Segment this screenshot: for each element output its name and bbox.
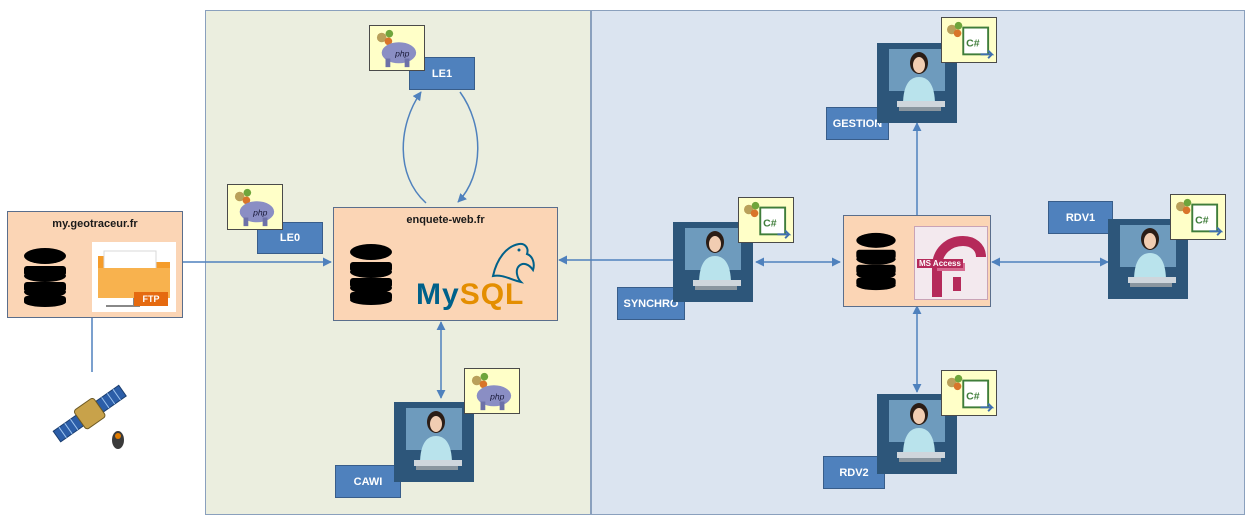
geotraceur-title: my.geotraceur.fr <box>52 218 138 230</box>
enquete-title: enquete-web.fr <box>406 214 485 226</box>
user-person-icon <box>394 402 474 482</box>
database-icon <box>24 248 66 307</box>
php-text: php <box>394 49 410 59</box>
csharp-text: C# <box>966 391 980 403</box>
database-icon <box>350 244 392 305</box>
php-elephant-icon: php <box>369 25 425 71</box>
php-text: php <box>489 392 505 402</box>
ms-access-logo: MS Access <box>914 226 988 300</box>
enquete-server-node: enquete-web.fr MySQL <box>333 207 558 321</box>
connector-loop-up <box>402 91 427 204</box>
php-text: php <box>252 208 268 218</box>
ftp-folder-icon: FTP <box>92 242 176 312</box>
php-elephant-icon: php <box>464 368 520 414</box>
csharp-icon: C# <box>941 370 997 416</box>
csharp-text: C# <box>966 38 980 50</box>
tag-rdv1: RDV1 <box>1048 201 1113 234</box>
connector-loop-down <box>457 91 479 203</box>
mysql-dolphin-icon <box>491 242 535 284</box>
ftp-label: FTP <box>134 292 168 306</box>
satellite-icon <box>52 384 127 449</box>
csharp-icon: C# <box>941 17 997 63</box>
tag-cawi: CAWI <box>335 465 401 498</box>
tag-rdv2: RDV2 <box>823 456 885 489</box>
database-icon <box>856 232 896 291</box>
geotraceur-server-node: my.geotraceur.fr FTP <box>7 211 183 318</box>
user-person-icon <box>1108 219 1188 299</box>
csharp-icon: C# <box>1170 194 1226 240</box>
tag-le0: LE0 <box>257 222 323 254</box>
csharp-text: C# <box>763 218 777 230</box>
csharp-text: C# <box>1195 215 1209 227</box>
mysql-logo-text: MySQL <box>416 278 525 311</box>
access-server-node: MS Access <box>843 215 991 307</box>
php-elephant-icon: php <box>227 184 283 230</box>
ms-access-label: MS Access <box>917 259 963 268</box>
csharp-icon: C# <box>738 197 794 243</box>
